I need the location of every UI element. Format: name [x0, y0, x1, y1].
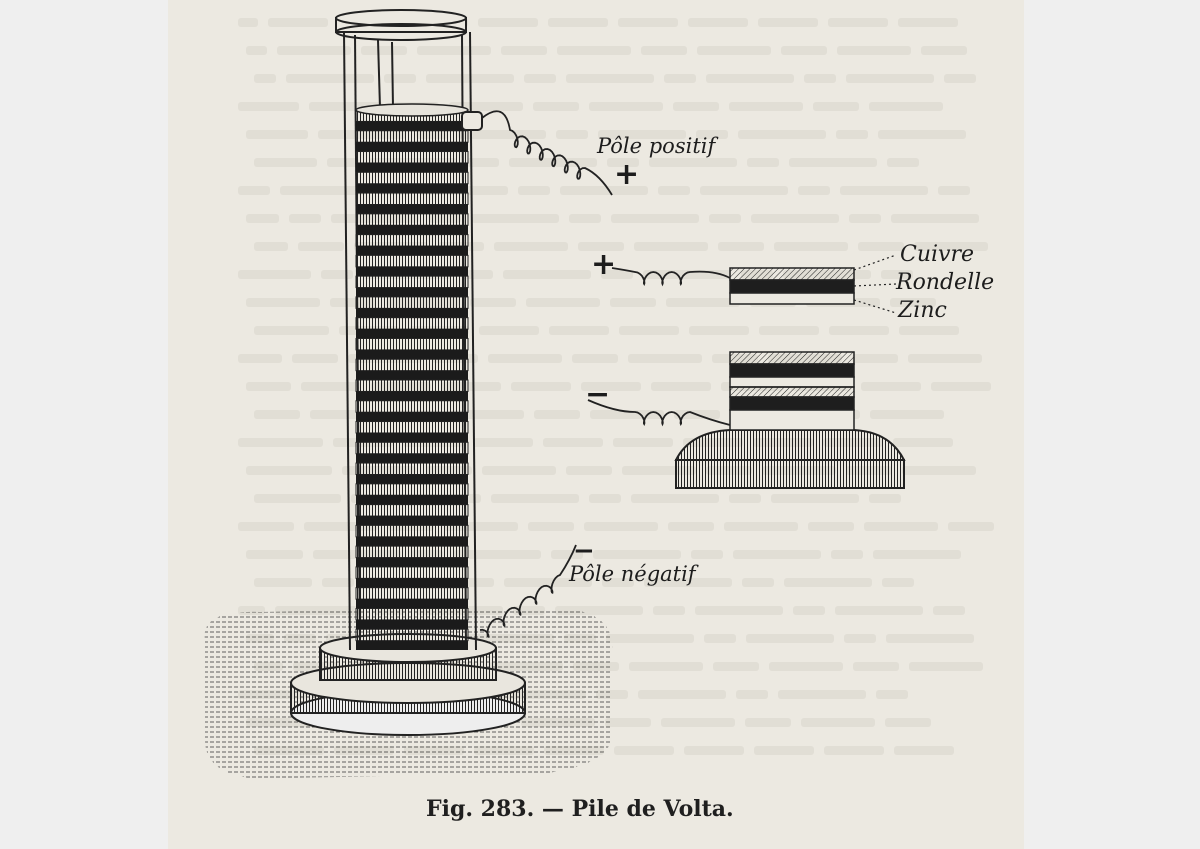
disc-copper — [355, 337, 469, 351]
wires — [479, 110, 731, 639]
stack-top — [355, 103, 469, 117]
disc-copper — [355, 483, 469, 496]
disc-copper — [355, 171, 469, 185]
detail-negative-sign: − — [585, 377, 611, 412]
negative-pole-label: Pôle négatif — [569, 562, 696, 586]
disc-washer — [356, 578, 468, 588]
positive-pole-label: Pôle positif — [597, 134, 716, 158]
disc-washer — [356, 640, 468, 650]
disc-washer — [356, 516, 468, 526]
zinc-label: Zinc — [898, 298, 947, 323]
disc-washer — [356, 349, 468, 360]
disc-washer — [356, 204, 468, 214]
disc-washer — [356, 619, 468, 630]
disc-washer — [356, 246, 468, 256]
disc-copper — [355, 254, 469, 268]
disc-washer — [356, 412, 468, 422]
small-stack-detail — [674, 351, 906, 489]
disc-washer — [356, 474, 468, 484]
disc-washer — [356, 121, 468, 131]
disc-washer — [356, 536, 468, 547]
disc-copper — [355, 151, 469, 164]
disc-copper — [355, 130, 469, 143]
disc-copper — [355, 524, 469, 538]
disc-copper — [355, 462, 469, 476]
disc-washer — [356, 266, 468, 277]
disc-copper — [355, 587, 469, 600]
disc-copper — [355, 607, 469, 621]
disc-copper — [355, 628, 469, 642]
disc-washer — [356, 162, 468, 173]
disc-washer — [356, 495, 468, 505]
disc-copper — [355, 275, 469, 289]
disc-washer — [356, 142, 468, 152]
washer-label: Rondelle — [896, 270, 995, 295]
negative-sign: − — [573, 536, 595, 566]
disc-stack — [355, 103, 469, 650]
disc-washer — [356, 308, 468, 318]
figure-caption: Fig. 283. — Pile de Volta. — [426, 796, 734, 822]
disc-copper — [355, 358, 469, 372]
detail-positive-sign: + — [591, 247, 617, 282]
top-cap — [335, 9, 467, 41]
disc-washer — [356, 225, 468, 235]
disc-copper — [355, 566, 469, 579]
disc-copper — [355, 317, 469, 330]
disc-copper — [355, 379, 469, 392]
disc-copper — [355, 296, 469, 309]
disc-washer — [356, 599, 468, 609]
disc-washer — [356, 287, 468, 297]
disc-copper — [355, 213, 469, 226]
positive-sign: + — [614, 157, 640, 192]
disc-washer — [356, 183, 468, 194]
top-terminal — [461, 111, 483, 131]
disc-washer — [356, 329, 468, 339]
disc-washer — [356, 453, 468, 464]
disc-copper — [355, 400, 469, 413]
disc-washer — [356, 370, 468, 380]
disc-washer — [356, 557, 468, 567]
single-element-detail — [729, 254, 897, 314]
disc-copper — [355, 504, 469, 517]
disc-copper — [355, 234, 469, 247]
disc-washer — [356, 432, 468, 443]
disc-copper — [355, 421, 469, 434]
copper-label: Cuivre — [900, 242, 975, 267]
disc-copper — [355, 441, 469, 455]
disc-copper — [355, 545, 469, 559]
disc-copper — [355, 192, 469, 205]
disc-washer — [356, 391, 468, 401]
